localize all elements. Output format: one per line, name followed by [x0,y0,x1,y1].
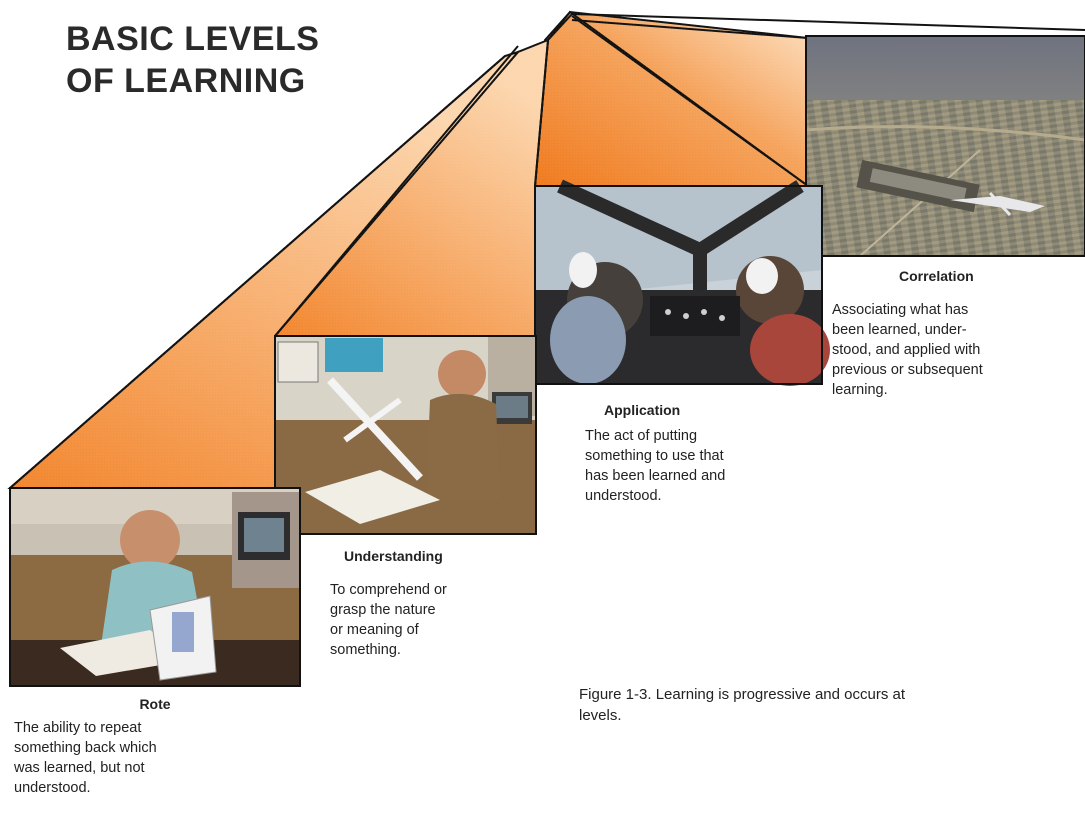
level-name-correlation: Correlation [899,268,974,284]
rote-photo [9,487,301,687]
level-description-understanding: To comprehend or grasp the nature or mea… [330,582,447,658]
correlation-photo [805,35,1085,257]
level-name-rote: Rote [139,696,171,712]
title-line-2: OF LEARNING [66,62,306,100]
level-description-application: The act of putting something to use that… [585,428,726,504]
figure-caption: Figure 1-3. Learning is progressive and … [579,686,906,724]
level-description-correlation: Associating what has been learned, under… [832,302,983,398]
title-line-1: BASIC LEVELS [66,20,320,58]
understanding-photo [274,335,537,535]
application-photo [534,179,830,386]
level-description-rote: The ability to repeat something back whi… [14,720,157,796]
level-name-understanding: Understanding [344,548,443,564]
level-name-application: Application [604,402,681,418]
page-title: BASIC LEVELS OF LEARNING [66,18,386,102]
